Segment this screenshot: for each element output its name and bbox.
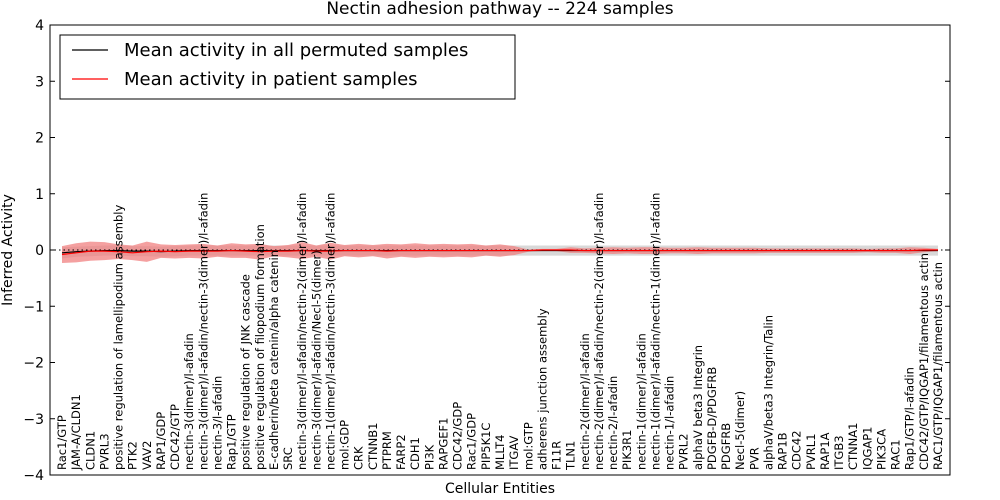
x-tick-label: CDH1 <box>408 437 422 470</box>
x-tick-label: PIP5K1C <box>479 423 493 470</box>
x-tick-label: CTNNB1 <box>366 423 380 470</box>
chart-title: Nectin adhesion pathway -- 224 samples <box>326 0 673 19</box>
x-tick-label: CRK <box>352 446 366 470</box>
x-tick-label: PDGFB-D/PDGFRB <box>705 367 719 470</box>
x-tick-label: Rac1/GDP <box>465 413 479 470</box>
x-tick-label: PVRL1 <box>804 433 818 470</box>
x-tick-label: adherens junction assembly <box>535 308 549 470</box>
legend-box <box>59 34 516 100</box>
series-line-1 <box>61 249 938 256</box>
x-tick-label: TLN1 <box>564 441 578 471</box>
x-tick-label: positive regulation of filopodium format… <box>253 224 267 470</box>
x-tick-label: Rap1/GTP <box>225 414 239 470</box>
x-tick-label: F11R <box>550 441 564 470</box>
x-tick-label: Rac1/GTP <box>55 415 69 470</box>
legend-entry-1: Mean activity in patient samples <box>124 69 418 90</box>
x-tick-label: FARP2 <box>394 434 408 470</box>
x-tick-label: IQGAP1 <box>860 427 874 470</box>
x-tick-label: nectin-1(dimer)/l-afadin/nectin-1(dimer)… <box>648 193 662 470</box>
x-tick-label: E-cadherin/beta catenin/alpha catenin <box>267 250 281 470</box>
x-tick-label: ITGAV <box>507 436 521 470</box>
x-tick-label: nectin-3(dimer)/l-afadin/Necl-5(dimer) <box>309 250 323 470</box>
legend-entry-0: Mean activity in all permuted samples <box>124 40 468 61</box>
x-tick-label: nectin-3(dimer)/l-afadin <box>182 333 196 470</box>
y-tick-label: −3 <box>23 412 44 428</box>
x-tick-label: RAPGEF1 <box>436 418 450 470</box>
x-tick-label: RAP1A <box>818 432 832 470</box>
y-tick-label: −4 <box>23 468 44 484</box>
x-tick-label: PTK2 <box>126 441 140 470</box>
x-tick-label: nectin-3(dimer)/l-afadin/nectin-2(dimer)… <box>295 193 309 470</box>
x-tick-label: positive regulation of lamellipodium ass… <box>112 205 126 470</box>
x-tick-label: mol:GTP <box>521 422 535 470</box>
y-tick-label: 4 <box>35 18 44 34</box>
x-tick-label: CDC42/GDP <box>451 402 465 470</box>
x-tick-label: Necl-5(dimer) <box>733 391 747 470</box>
x-tick-label: CDC42/GTP/IQGAP1/filamentous actin <box>917 253 931 470</box>
x-tick-label: JAM-A/CLDN1 <box>69 394 83 471</box>
y-tick-label: 1 <box>35 187 44 203</box>
x-tick-label: PTPRM <box>380 431 394 470</box>
x-tick-label: PDGFRB <box>719 423 733 470</box>
x-tick-label: SRC <box>281 447 295 470</box>
x-tick-label: CDC42 <box>790 430 804 470</box>
series-band-1 <box>62 241 938 263</box>
x-tick-label: MLLT4 <box>493 435 507 471</box>
legend: Mean activity in all permuted samplesMea… <box>59 34 516 100</box>
x-tick-label: alphaV/beta3 Integrin/Talin <box>761 315 775 470</box>
x-tick-label: mol:GDP <box>338 420 352 470</box>
x-tick-label: PVRL2 <box>677 433 691 470</box>
y-tick-label: −1 <box>23 299 44 315</box>
x-tick-label: VAV2 <box>140 441 154 470</box>
x-tick-label: CLDN1 <box>83 431 97 470</box>
y-tick-label: 2 <box>35 131 44 147</box>
x-tick-label: PIK3CA <box>874 429 888 470</box>
x-tick-label: nectin-1/l-afadin <box>663 376 677 470</box>
x-tick-label: ITGB3 <box>832 435 846 470</box>
x-axis-title: Cellular Entities <box>445 481 555 497</box>
x-tick-label: RAP1/GDP <box>154 412 168 470</box>
y-tick-label: 0 <box>35 243 44 259</box>
x-tick-label: positive regulation of JNK cascade <box>239 274 253 470</box>
x-tick-label: PIK3R1 <box>620 430 634 471</box>
x-tick-label: PVR <box>747 447 761 470</box>
x-tick-label: alphaV beta3 Integrin <box>691 345 705 470</box>
x-tick-label: CDC42/GTP <box>168 404 182 470</box>
x-tick-label: PI3K <box>422 444 436 470</box>
x-tick-label: RAC1 <box>889 439 903 470</box>
x-tick-label: nectin-1(dimer)/l-afadin <box>634 333 648 470</box>
x-tick-label: nectin-1(dimer)/l-afadin/nectin-3(dimer)… <box>323 193 337 470</box>
x-tick-label: CTNNA1 <box>846 423 860 470</box>
x-tick-label: nectin-3/l-afadin <box>210 376 224 470</box>
x-tick-label: nectin-2/l-afadin <box>606 376 620 470</box>
x-tick-label: RAP1B <box>776 432 790 470</box>
y-tick-label: −2 <box>23 356 44 372</box>
x-tick-label: Rap1/GTP/l-afadin <box>903 367 917 470</box>
x-tick-label: RAC1/GTP/IQGAP1/filamentous actin <box>931 262 945 470</box>
y-tick-label: 3 <box>35 74 44 90</box>
x-tick-label: nectin-2(dimer)/l-afadin <box>578 333 592 470</box>
x-tick-label: PVRL3 <box>97 433 111 470</box>
y-axis-title: Inferred Activity <box>0 194 16 306</box>
x-tick-label: nectin-3(dimer)/l-afadin/nectin-3(dimer)… <box>196 193 210 470</box>
x-tick-label: nectin-2(dimer)/l-afadin/nectin-2(dimer)… <box>592 193 606 470</box>
